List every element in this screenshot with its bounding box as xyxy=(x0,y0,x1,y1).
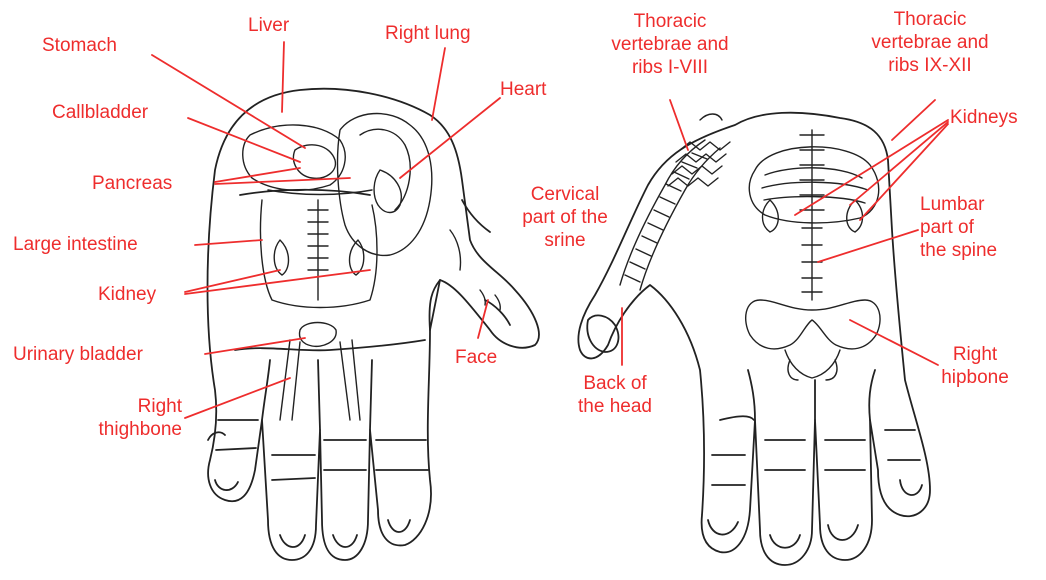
label-thoracic-lower-line3: ribs IX-XII xyxy=(855,54,1005,77)
label-lumbar-line2: part of xyxy=(920,216,997,239)
label-cervical-line1: Cervical xyxy=(495,183,635,206)
label-heart: Heart xyxy=(500,78,546,101)
label-thoracic-upper: Thoracic vertebrae and ribs I-VIII xyxy=(595,10,745,79)
label-thoracic-lower-line1: Thoracic xyxy=(855,8,1005,31)
label-urinary-bladder: Urinary bladder xyxy=(13,343,143,366)
label-face: Face xyxy=(455,346,497,369)
label-lumbar-line3: the spine xyxy=(920,239,997,262)
label-kidney: Kidney xyxy=(98,283,156,306)
label-right-thighbone: Right thighbone xyxy=(80,395,182,441)
label-pancreas: Pancreas xyxy=(92,172,172,195)
label-right-hipbone-line2: hipbone xyxy=(930,366,1020,389)
label-cervical-line3: srine xyxy=(495,229,635,252)
label-thoracic-lower: Thoracic vertebrae and ribs IX-XII xyxy=(855,8,1005,77)
label-lumbar-line1: Lumbar xyxy=(920,193,997,216)
label-kidneys: Kidneys xyxy=(950,106,1018,129)
label-stomach: Stomach xyxy=(42,34,117,57)
label-thoracic-upper-line3: ribs I-VIII xyxy=(595,56,745,79)
label-thoracic-upper-line2: vertebrae and xyxy=(595,33,745,56)
label-back-of-head: Back of the head xyxy=(555,372,675,418)
left-hand-outline xyxy=(208,89,539,560)
label-right-hipbone: Right hipbone xyxy=(930,343,1020,389)
right-hand-skeleton xyxy=(620,114,880,380)
label-cervical-line2: part of the xyxy=(495,206,635,229)
label-back-of-head-line2: the head xyxy=(555,395,675,418)
label-thoracic-upper-line1: Thoracic xyxy=(595,10,745,33)
label-back-of-head-line1: Back of xyxy=(555,372,675,395)
label-right-lung: Right lung xyxy=(385,22,471,45)
label-large-intestine: Large intestine xyxy=(13,233,138,256)
label-right-thighbone-line2: thighbone xyxy=(80,418,182,441)
label-cervical: Cervical part of the srine xyxy=(495,183,635,252)
label-lumbar: Lumbar part of the spine xyxy=(920,193,997,262)
label-right-hipbone-line1: Right xyxy=(930,343,1020,366)
label-liver: Liver xyxy=(248,14,289,37)
label-thoracic-lower-line2: vertebrae and xyxy=(855,31,1005,54)
label-right-thighbone-line1: Right xyxy=(80,395,182,418)
label-gallbladder: Callbladder xyxy=(52,101,148,124)
